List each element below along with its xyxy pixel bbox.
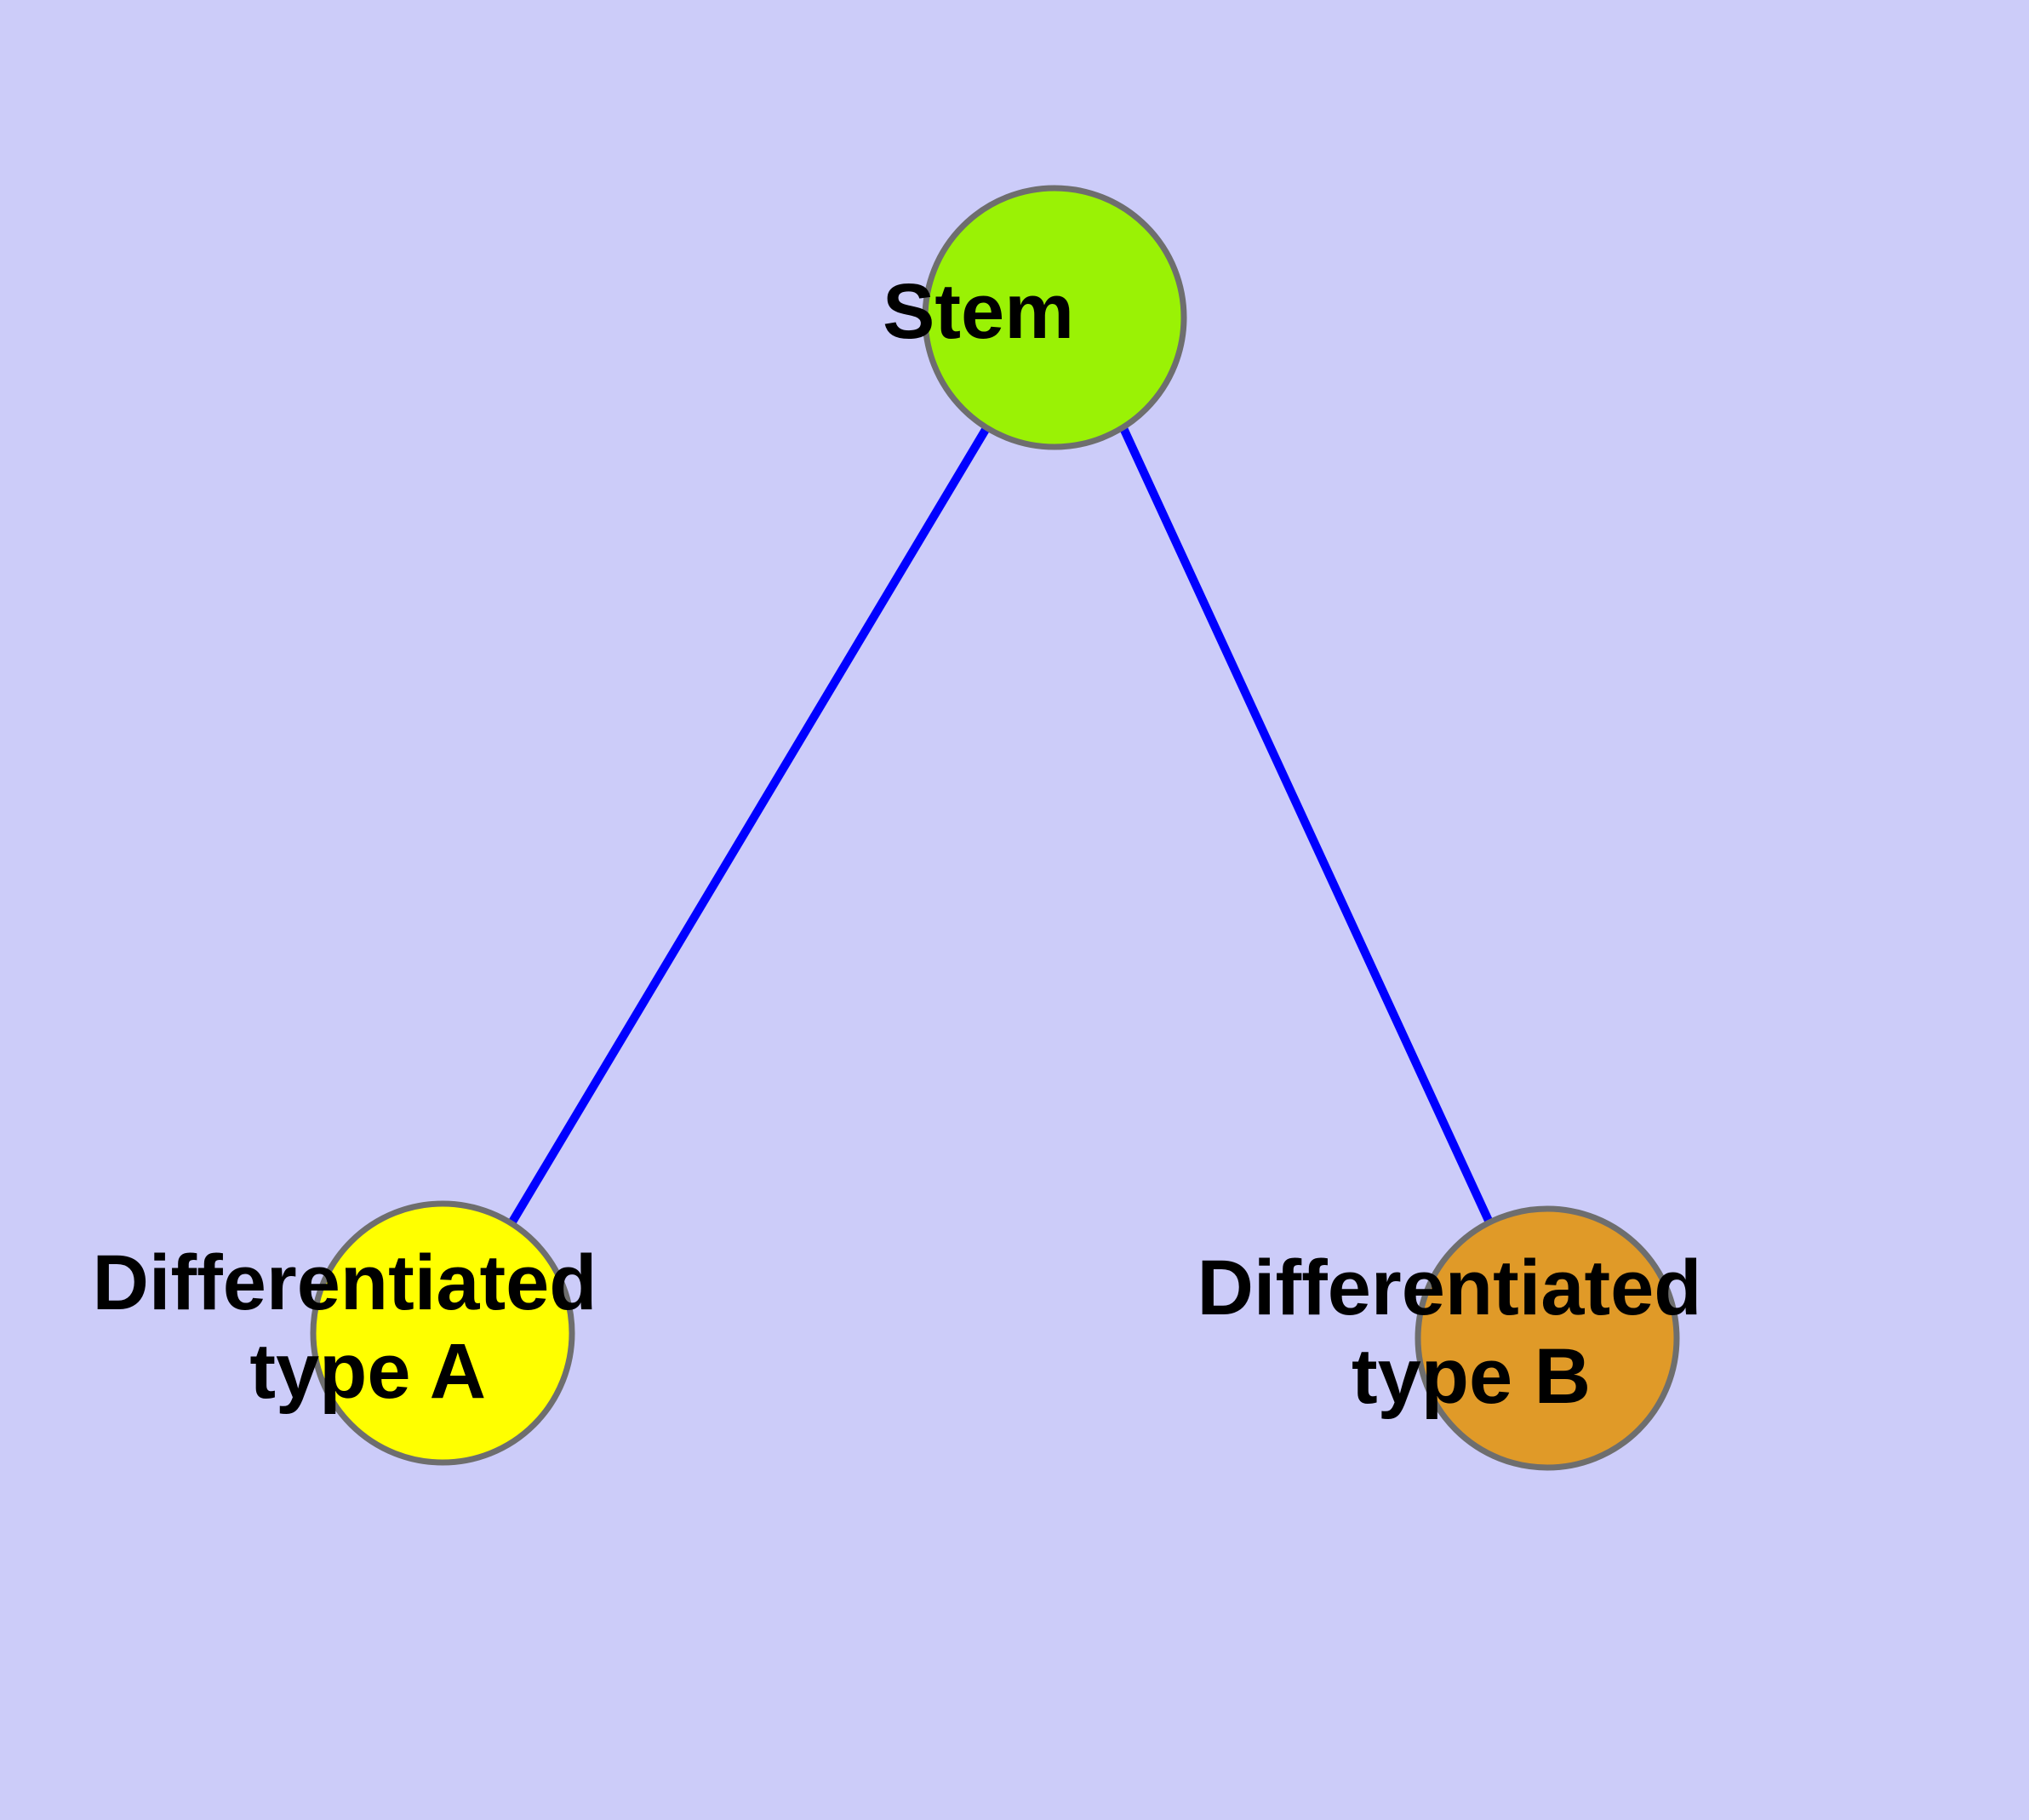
node-stem[interactable] — [922, 185, 1187, 450]
node-stem-label-line-1: Stem — [883, 268, 1074, 355]
node-diff-b-label-line-1: Differentiated — [1197, 1245, 1701, 1331]
node-stem-circle[interactable] — [922, 185, 1187, 450]
edge-stem-to-diff-b[interactable] — [1119, 426, 1494, 1225]
edge-stem-to-diff-a[interactable] — [507, 426, 991, 1226]
edge-layer — [507, 426, 1494, 1226]
node-diff-a[interactable] — [310, 1200, 575, 1466]
node-diff-a-circle[interactable] — [310, 1200, 575, 1466]
node-diff-a-label-line-1: Differentiated — [92, 1239, 597, 1326]
node-diff-a-label: Differentiated type A — [92, 1239, 792, 1415]
label-layer: Stem Differentiated type A Differentiate… — [92, 268, 1897, 1420]
node-diff-b-label-line-2: type B — [1352, 1333, 1591, 1420]
node-diff-a-label-line-2: type A — [249, 1328, 484, 1415]
node-diff-b[interactable] — [1415, 1205, 1680, 1471]
node-stem-label: Stem — [883, 268, 1226, 355]
node-diff-b-label: Differentiated type B — [1197, 1245, 1897, 1420]
node-diff-b-circle[interactable] — [1415, 1205, 1680, 1471]
